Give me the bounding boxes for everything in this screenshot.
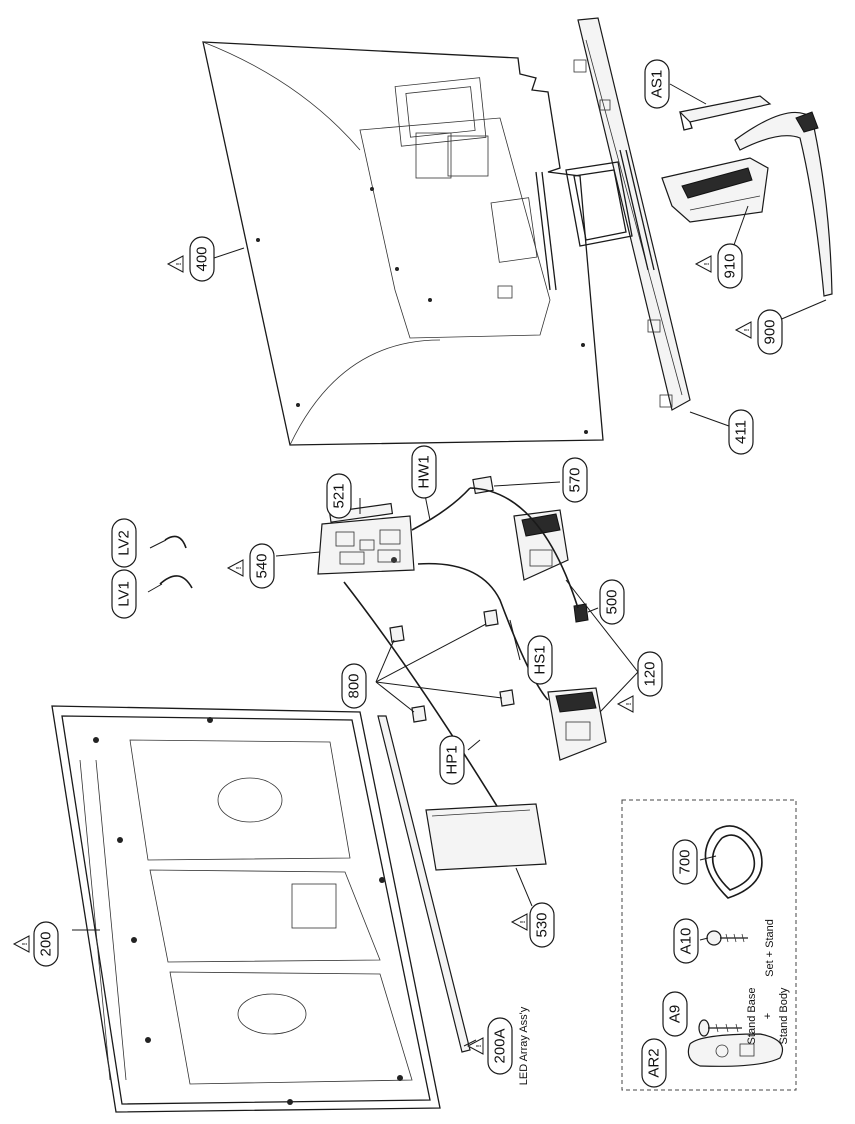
svg-text:LV2: LV2: [116, 530, 133, 556]
screw-a10-part: [706, 930, 748, 946]
callout-a10: A10: [673, 918, 699, 964]
svg-text:LV1: LV1: [116, 581, 133, 607]
svg-text:!: !: [744, 329, 751, 331]
callout-400: 400: [189, 236, 215, 282]
callout-521: 521: [326, 473, 352, 519]
screw-a9-part: [698, 1019, 742, 1037]
svg-text:540: 540: [254, 553, 271, 578]
svg-text:A9: A9: [667, 1005, 684, 1023]
warning-icon: !: [226, 559, 244, 577]
remote-control-part: [687, 1033, 784, 1067]
svg-text:!: !: [22, 943, 29, 945]
svg-text:!: !: [476, 1045, 483, 1047]
svg-text:!: !: [704, 263, 711, 265]
svg-text:!: !: [176, 263, 183, 265]
callout-540: 540: [249, 543, 275, 589]
svg-text:!: !: [626, 703, 633, 705]
accessory-box: [621, 799, 797, 1091]
cable-harness-hs1: [417, 562, 549, 701]
svg-text:A10: A10: [678, 928, 695, 955]
warning-icon: !: [12, 935, 30, 953]
callout-570: 570: [562, 457, 588, 503]
callout-411: 411: [728, 409, 754, 455]
svg-text:Stand Base: Stand Base: [746, 988, 758, 1045]
callout-530: 530: [529, 902, 555, 948]
bottom-bracket-part: [565, 17, 691, 411]
callout-910: 910: [717, 243, 743, 289]
set-stand-label: Set + Stand: [764, 919, 776, 977]
svg-text:700: 700: [677, 849, 694, 874]
svg-text:HS1: HS1: [532, 645, 549, 674]
callout-hw1: HW1: [411, 445, 437, 499]
svg-text:!: !: [520, 921, 527, 923]
svg-text:Stand Body: Stand Body: [778, 987, 790, 1044]
svg-text:120: 120: [642, 661, 659, 686]
svg-text:800: 800: [346, 673, 363, 698]
power-board-part: [425, 803, 547, 871]
svg-text:500: 500: [604, 589, 621, 614]
callout-900: 900: [757, 309, 783, 355]
svg-text:521: 521: [331, 483, 348, 508]
svg-text:AS1: AS1: [649, 70, 666, 98]
svg-text:AR2: AR2: [646, 1048, 663, 1077]
svg-text:+: +: [762, 1013, 774, 1019]
callout-800: 800: [341, 663, 367, 709]
speaker-upper-part: [513, 509, 569, 581]
warning-icon: !: [466, 1037, 484, 1055]
callout-200: 200: [33, 921, 59, 967]
warning-icon: !: [694, 255, 712, 273]
led-array-label: LED Array Ass'y: [518, 1006, 530, 1085]
svg-text:200: 200: [38, 931, 55, 956]
svg-text:200A: 200A: [492, 1028, 509, 1063]
callout-200a: 200A: [487, 1017, 513, 1075]
callout-hs1: HS1: [527, 635, 553, 685]
stand-body-label: Stand Body: [778, 987, 790, 1044]
callout-lv1: LV1: [111, 569, 137, 619]
svg-text:HW1: HW1: [416, 455, 433, 488]
svg-text:HP1: HP1: [444, 745, 461, 774]
svg-text:530: 530: [534, 912, 551, 937]
svg-text:400: 400: [194, 246, 211, 271]
plus-label: +: [762, 1013, 774, 1019]
callout-700: 700: [672, 839, 698, 885]
callout-lv2: LV2: [111, 518, 137, 568]
warning-icon: !: [734, 321, 752, 339]
power-cord-part: [704, 825, 763, 899]
svg-text:570: 570: [567, 467, 584, 492]
frame-chassis-part: [51, 705, 441, 1113]
callout-as1: AS1: [644, 59, 670, 109]
part-500: [573, 603, 589, 623]
back-cover-part: [202, 41, 604, 446]
stand-body-part: [661, 157, 769, 223]
stand-base-label: Stand Base: [746, 988, 758, 1045]
leader-lines: [72, 83, 827, 1047]
speaker-lower-part: [547, 687, 607, 761]
callout-ar2: AR2: [641, 1038, 667, 1088]
warning-icon: !: [510, 913, 528, 931]
cable-harness-hp1: [343, 581, 509, 825]
lvds-cable-lv2: [164, 535, 187, 549]
callout-500: 500: [599, 579, 625, 625]
warning-icon: !: [166, 255, 184, 273]
callout-a9: A9: [662, 991, 688, 1037]
callout-120: 120: [637, 651, 663, 697]
svg-text:411: 411: [733, 420, 750, 444]
svg-text:Set + Stand: Set + Stand: [764, 919, 776, 977]
svg-text:910: 910: [722, 253, 739, 278]
warning-icon: !: [616, 695, 634, 713]
brackets-800-part: [389, 609, 515, 723]
svg-text:!: !: [236, 567, 243, 569]
lvds-cable-lv1: [159, 575, 193, 589]
cable-harness-hw1: [411, 487, 579, 609]
main-board-part: [317, 515, 415, 575]
svg-text:LED Array Ass'y: LED Array Ass'y: [518, 1006, 530, 1085]
led-array-part: [377, 715, 471, 1053]
svg-text:900: 900: [762, 319, 779, 344]
as1-cover-part: [678, 95, 772, 131]
stand-base-part: [734, 111, 833, 297]
callout-hp1: HP1: [439, 735, 465, 785]
